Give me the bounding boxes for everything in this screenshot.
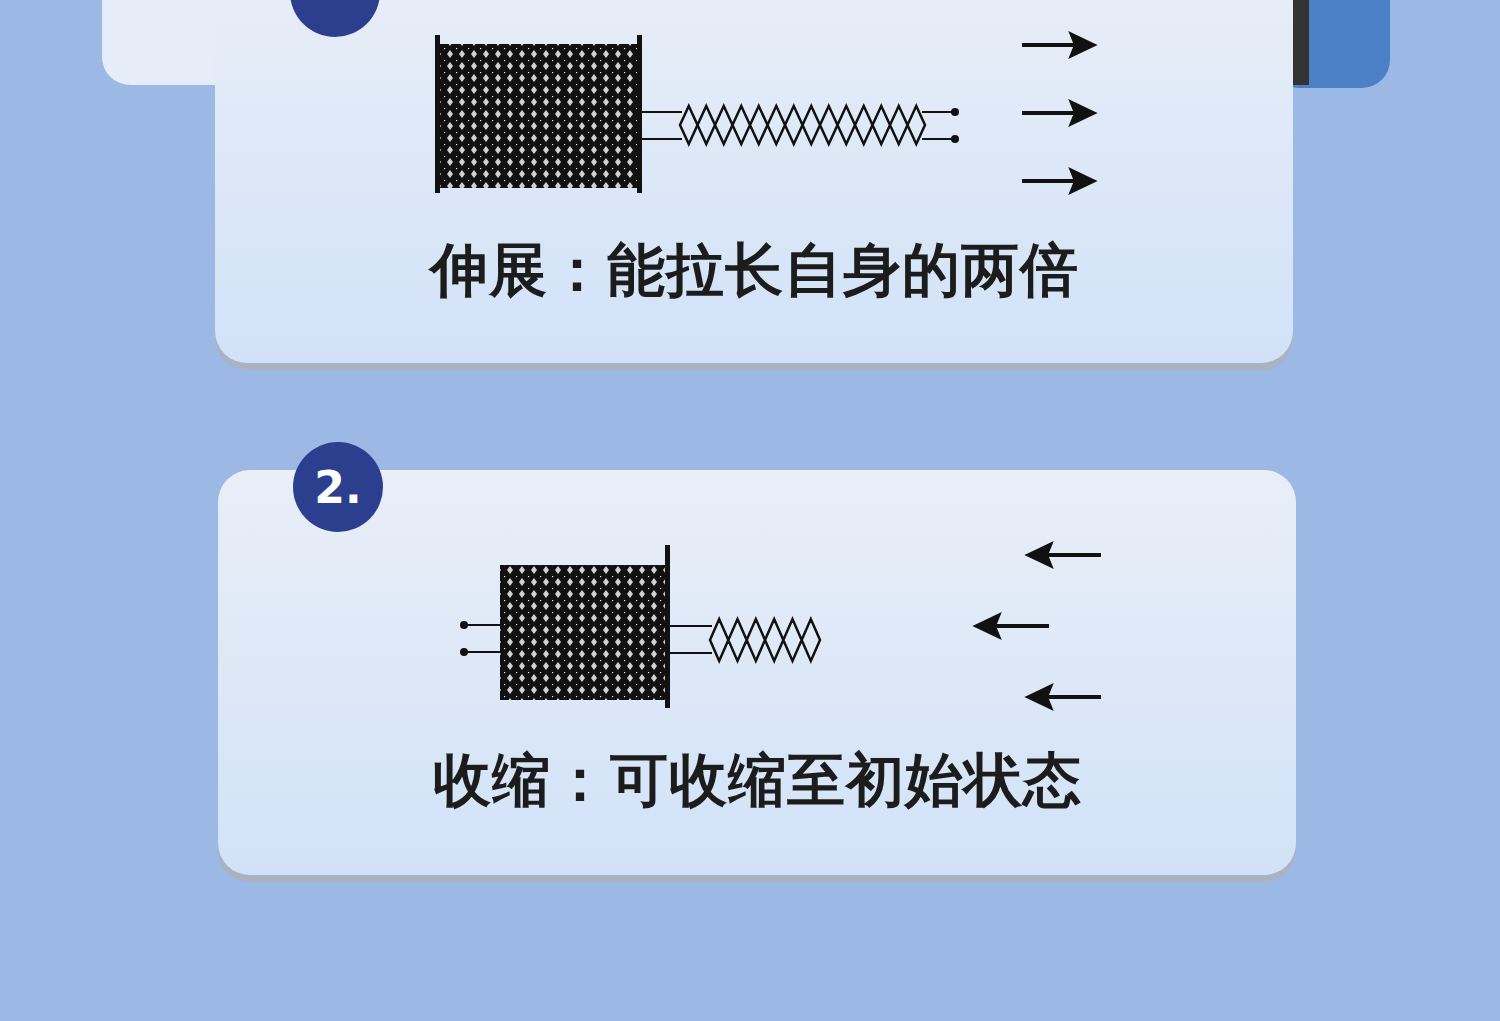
panel-shadow	[215, 0, 1293, 370]
spring-chain	[680, 106, 925, 144]
panel-caption: 收缩：可收缩至初始状态	[433, 742, 1082, 820]
panel	[218, 470, 1296, 875]
caption-panel: 伸展：能拉长自身的两倍	[215, 200, 1293, 310]
callout-number: 2.	[293, 442, 383, 532]
panel	[215, 0, 1293, 363]
caption-panel: 收缩：可收缩至初始状态	[218, 715, 1296, 820]
panel-caption: 伸展：能拉长自身的两倍	[430, 232, 1079, 310]
number-badge	[290, 0, 380, 37]
panel-strip	[1293, 0, 1309, 85]
number-badge	[293, 442, 383, 532]
contract-figure	[460, 545, 1101, 708]
panel-shadow	[218, 470, 1296, 882]
spring-chain	[710, 619, 820, 661]
stretch-figure	[435, 35, 1093, 193]
